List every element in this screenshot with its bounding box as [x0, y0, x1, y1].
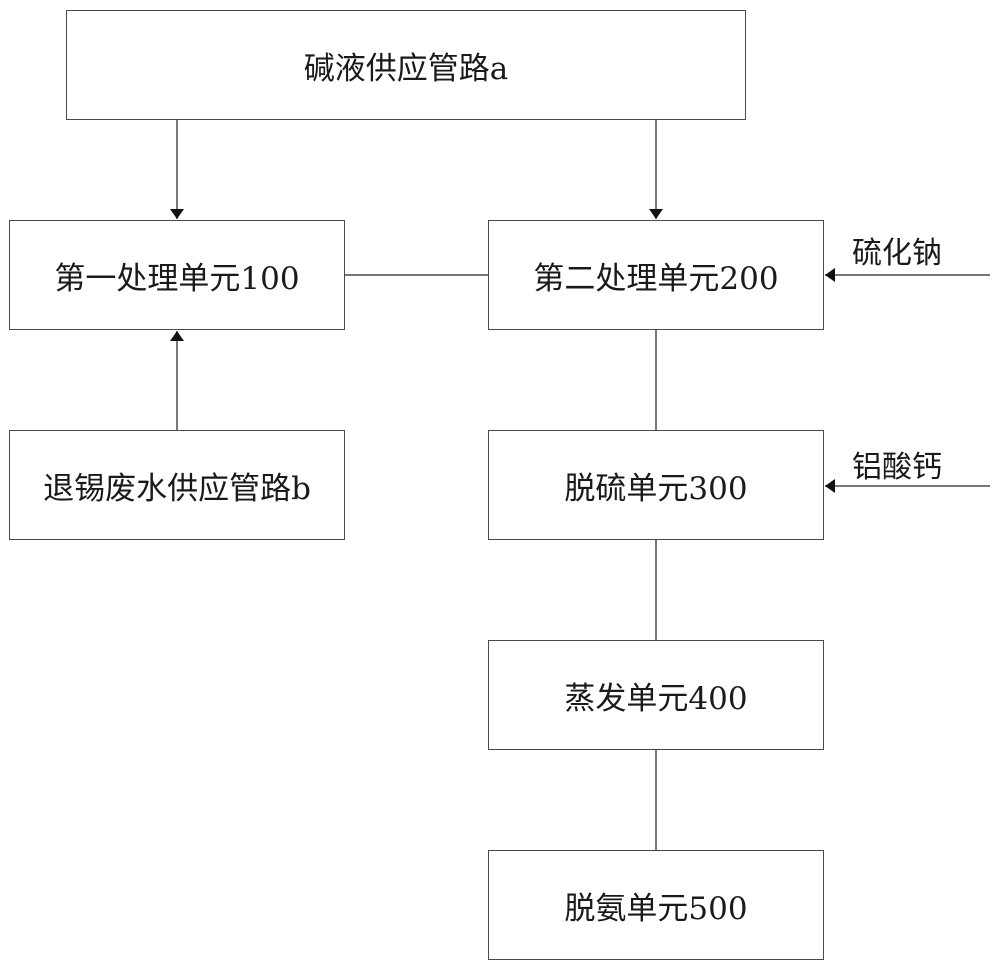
calcium-aluminate-input-label: 铝酸钙 [852, 450, 942, 485]
deammonia-unit-label: 脱氨单元500 [564, 890, 748, 927]
first-unit-label: 第一处理单元100 [54, 260, 300, 297]
tin-wastewater-supply-label: 退锡废水供应管路b [43, 470, 311, 507]
second-unit-label: 第二处理单元200 [533, 260, 779, 297]
evaporation-unit-label: 蒸发单元400 [564, 680, 748, 717]
desulfurization-unit-box: 脱硫单元300 [488, 430, 824, 540]
deammonia-unit-box: 脱氨单元500 [488, 850, 824, 960]
desulfurization-unit-label: 脱硫单元300 [564, 470, 748, 507]
second-unit-box: 第二处理单元200 [488, 220, 824, 330]
tin-wastewater-supply-box: 退锡废水供应管路b [9, 430, 345, 540]
sodium-sulfide-input-label: 硫化钠 [852, 236, 942, 271]
evaporation-unit-box: 蒸发单元400 [488, 640, 824, 750]
alkali-supply-box: 碱液供应管路a [66, 10, 746, 120]
alkali-supply-label: 碱液供应管路a [303, 50, 509, 87]
first-unit-box: 第一处理单元100 [9, 220, 345, 330]
